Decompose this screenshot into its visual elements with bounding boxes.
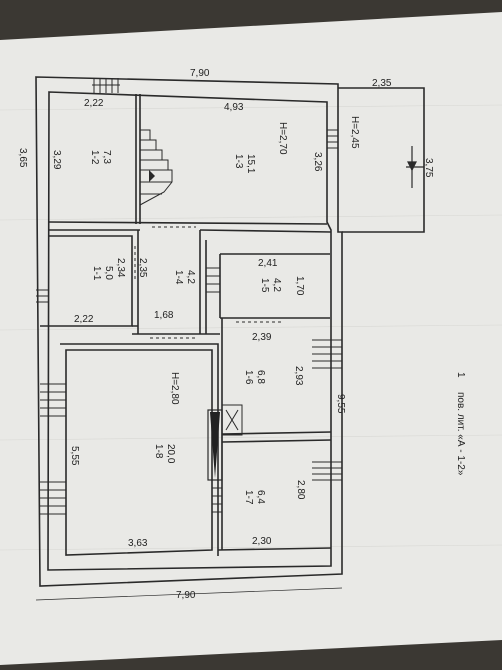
walls: [35, 76, 425, 587]
dim-porch-top: 2,35: [372, 78, 392, 89]
room-area: 6,8: [255, 370, 266, 384]
wall-h-upper2: [49, 229, 332, 233]
caption-text: пов. лит. «А - 1-2»: [455, 392, 466, 476]
dimension-lines: [35, 587, 343, 601]
dim-right-total: 9,55: [335, 394, 346, 414]
room-area: 15,1: [245, 154, 256, 174]
wall-v-12-13: [135, 94, 141, 224]
window-top-12: [92, 78, 120, 93]
window-right-17: [312, 461, 342, 481]
room-id: 1-1: [91, 266, 102, 281]
room-area: 20,0: [165, 444, 176, 464]
height-main: H=2,70: [277, 122, 288, 155]
dim-room15-right: 1,70: [294, 276, 305, 296]
dim-room11-right: 2,34: [115, 258, 126, 278]
window-room18-right: [212, 487, 222, 513]
dim-room17-bottom: 2,30: [252, 536, 272, 547]
dim-room16-right: 2,93: [293, 366, 304, 386]
room18-outline: [65, 349, 213, 556]
dim-room11-bottom: 2,22: [74, 314, 94, 325]
room-id: 1-4: [173, 270, 184, 285]
dim-room16-top: 2,39: [252, 332, 272, 343]
doorways: [134, 226, 284, 339]
wall-v-11-14: [132, 230, 139, 334]
dim-porch-height: 3,75: [423, 158, 434, 178]
dim-room18-bottom: 3,63: [128, 538, 148, 549]
dim-room14-left: 2,35: [137, 258, 148, 278]
room-area: 4,2: [185, 270, 196, 284]
windows: [36, 78, 342, 515]
dim-room13-top: 4,93: [224, 102, 244, 113]
window-right-13: [327, 129, 338, 149]
stove-icon: [207, 404, 243, 481]
room-area: 6,4: [255, 490, 266, 504]
room-label-1-8: 1-8 20,0: [153, 444, 176, 464]
dim-room13-right: 3,26: [312, 152, 323, 172]
room-id: 1-7: [243, 490, 254, 505]
outer-wall-inner: [47, 91, 332, 571]
dim-bottom-total: 7,90: [176, 590, 196, 601]
room-label-1-1: 1-1 5,0: [91, 266, 114, 281]
wall-h-upper: [48, 221, 328, 225]
window-left-18-top: [40, 383, 66, 417]
window-room14: [206, 267, 220, 293]
window-right-16: [312, 339, 342, 369]
wall-h-bottom-inner: [217, 547, 332, 551]
room11-outline: [49, 235, 133, 327]
window-left-11: [36, 289, 49, 303]
dim-room14-bottom: 1,68: [154, 310, 174, 321]
dim-room18-left: 5,55: [69, 446, 80, 466]
room-id: 1-2: [89, 150, 100, 165]
room-id: 1-3: [233, 154, 244, 169]
paper-grid: [0, 104, 502, 551]
height-porch: H=2,45: [349, 116, 360, 149]
caption-floor-no: 1: [455, 372, 466, 378]
dim-room17-right: 2,80: [295, 480, 306, 500]
room-id: 1-8: [153, 444, 164, 459]
wall-h-16-17: [221, 431, 332, 443]
room18-outer: [60, 343, 219, 556]
room-label-1-4: 1-4 4,2: [173, 270, 196, 285]
wall-v-14-right: [199, 230, 207, 334]
room-id: 1-5: [259, 278, 270, 293]
dim-top-total: 7,90: [190, 68, 210, 79]
stairs-icon: [139, 129, 173, 206]
dim-room15-top: 2,41: [258, 258, 278, 269]
room-area: 5,0: [103, 266, 114, 280]
dim-room12-top: 2,22: [84, 98, 104, 109]
room15-outline: [219, 253, 330, 319]
room-label-1-7: 1-7 6,4: [243, 490, 266, 505]
room-label-1-6: 1-6 6,8: [243, 370, 266, 385]
porch-outline: [338, 87, 425, 233]
window-left-18-bottom: [40, 481, 66, 515]
room-id: 1-6: [243, 370, 254, 385]
wall-h-middle: [40, 325, 220, 335]
porch-entry-icon: [406, 146, 424, 188]
height-room18: H=2,80: [169, 372, 180, 405]
dim-left-total: 3,65: [17, 148, 28, 168]
room-label-1-2: 1-2 7,3: [89, 150, 112, 165]
room-label-1-5: 1-5 4,2: [259, 278, 282, 293]
room-area: 7,3: [101, 150, 112, 164]
room-label-1-3: 1-3 15,1: [233, 154, 256, 174]
room-area: 4,2: [271, 278, 282, 292]
paper: [0, 12, 502, 665]
dim-room12-height: 3,29: [51, 150, 62, 170]
